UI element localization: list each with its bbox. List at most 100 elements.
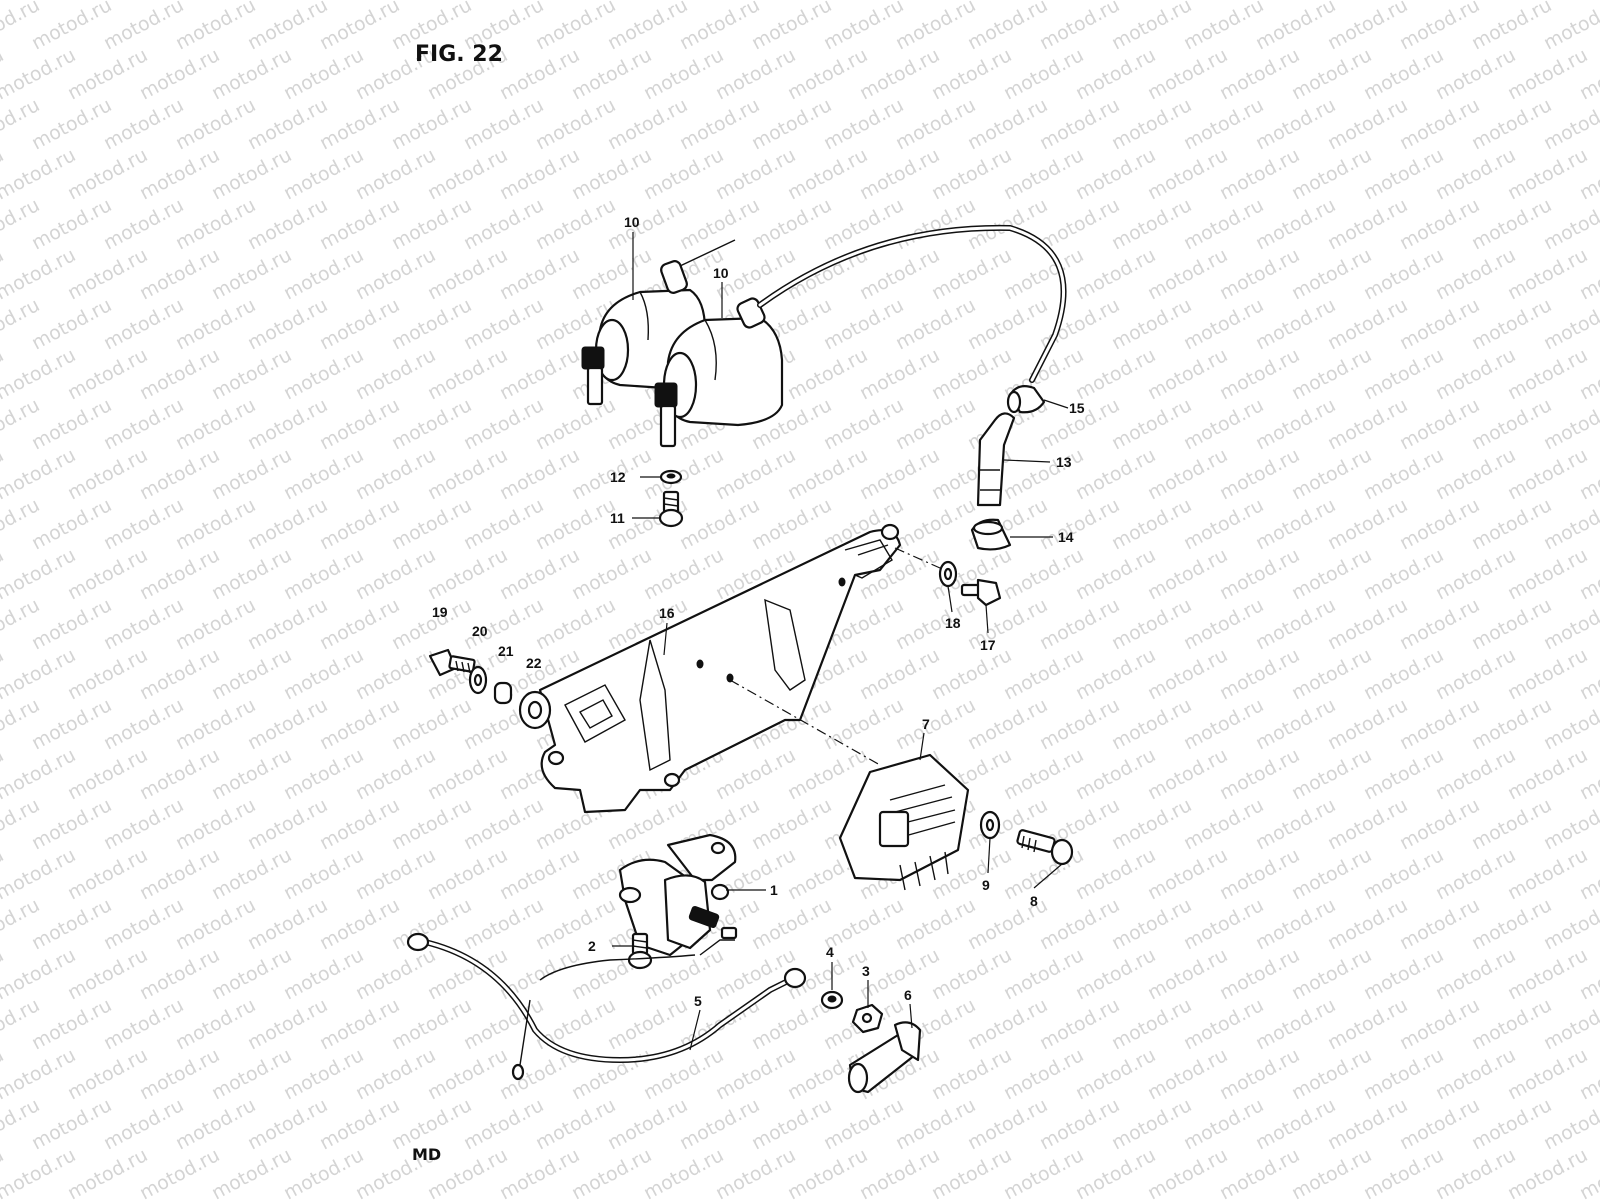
watermark-text: motod.ru (64, 844, 151, 904)
watermark-text: motod.ru (244, 794, 331, 854)
watermark-text: motod.ru (1216, 1044, 1303, 1104)
watermark-text: motod.ru (424, 844, 511, 904)
watermark-text: motod.ru (712, 44, 799, 104)
washer-9 (979, 810, 1001, 840)
watermark-text: motod.ru (1432, 944, 1519, 1004)
coil-bracket-16 (538, 523, 902, 814)
watermark-text: motod.ru (316, 394, 403, 454)
watermark-text: motod.ru (1108, 694, 1195, 754)
watermark-text: motod.ru (1216, 244, 1303, 304)
watermark-text: motod.ru (1360, 444, 1447, 504)
watermark-text: motod.ru (460, 494, 547, 554)
watermark-text: motod.ru (928, 344, 1015, 404)
watermark-text: motod.ru (928, 144, 1015, 204)
watermark-text: motod.ru (532, 1094, 619, 1154)
watermark-text: motod.ru (1432, 644, 1519, 704)
watermark-text: motod.ru (1288, 744, 1375, 804)
watermark-text: motod.ru (172, 694, 259, 754)
watermark-text: motod.ru (1360, 644, 1447, 704)
watermark-text: motod.ru (748, 794, 835, 854)
watermark-text: motod.ru (1360, 1144, 1447, 1200)
watermark-text: motod.ru (496, 544, 583, 604)
watermark-text: motod.ru (280, 244, 367, 304)
watermark-text: motod.ru (1144, 444, 1231, 504)
watermark-text: motod.ru (244, 594, 331, 654)
watermark-text: motod.ru (424, 944, 511, 1004)
callout-5: 5 (694, 993, 702, 1009)
watermark-text: motod.ru (280, 444, 367, 504)
watermark-text: motod.ru (1216, 44, 1303, 104)
callout-10-rear: 10 (624, 214, 640, 230)
callout-6: 6 (904, 987, 912, 1003)
watermark-text: motod.ru (1324, 894, 1411, 954)
watermark-text: motod.ru (1360, 544, 1447, 604)
watermark-text: motod.ru (1396, 494, 1483, 554)
watermark-text: motod.ru (1468, 94, 1555, 154)
watermark-text: motod.ru (964, 894, 1051, 954)
watermark-text: motod.ru (1288, 444, 1375, 504)
watermark-text: motod.ru (1072, 44, 1159, 104)
bolt-17 (960, 578, 1002, 607)
watermark-text: motod.ru (28, 94, 115, 154)
watermark-text: motod.ru (1216, 344, 1303, 404)
watermark-text: motod.ru (1396, 694, 1483, 754)
watermark-text: motod.ru (820, 394, 907, 454)
watermark-text: motod.ru (1468, 794, 1555, 854)
assembly-line (729, 679, 881, 766)
watermark-text: motod.ru (1072, 444, 1159, 504)
watermark-text: motod.ru (280, 944, 367, 1004)
watermark-text: motod.ru (1288, 644, 1375, 704)
watermark-text: motod.ru (352, 644, 439, 704)
watermark-text: motod.ru (316, 1094, 403, 1154)
watermark-text: motod.ru (28, 0, 115, 54)
watermark-text: motod.ru (1432, 44, 1519, 104)
watermark-text: motod.ru (1072, 644, 1159, 704)
watermark-text: motod.ru (208, 744, 295, 804)
watermark-text: motod.ru (1216, 444, 1303, 504)
watermark-text: motod.ru (496, 844, 583, 904)
watermark-text: motod.ru (460, 194, 547, 254)
watermark-text: motod.ru (1072, 1044, 1159, 1104)
watermark-text: motod.ru (1000, 544, 1087, 604)
watermark-text: motod.ru (460, 894, 547, 954)
watermark-text: motod.ru (1432, 544, 1519, 604)
watermark-text: motod.ru (1000, 44, 1087, 104)
watermark-text: motod.ru (244, 494, 331, 554)
watermark-text: motod.ru (244, 1094, 331, 1154)
watermark-text: motod.ru (1288, 44, 1375, 104)
watermark-text: motod.ru (1144, 1044, 1231, 1104)
watermark-text: motod.ru (1504, 944, 1591, 1004)
watermark-text: motod.ru (892, 394, 979, 454)
watermark-text: motod.ru (604, 94, 691, 154)
starter-relay-1 (618, 833, 738, 957)
watermark-text: motod.ru (208, 144, 295, 204)
watermark-text: motod.ru (604, 0, 691, 54)
watermark-text: motod.ru (424, 144, 511, 204)
watermark-text: motod.ru (172, 1094, 259, 1154)
watermark-text: motod.ru (964, 694, 1051, 754)
watermark-text: motod.ru (1180, 294, 1267, 354)
watermark-text: motod.ru (244, 194, 331, 254)
watermark-text: motod.ru (460, 1094, 547, 1154)
watermark-text: motod.ru (100, 894, 187, 954)
watermark-text: motod.ru (640, 144, 727, 204)
corner-mark: MD (412, 1145, 441, 1164)
watermark-text: motod.ru (1000, 744, 1087, 804)
watermark-text: motod.ru (1252, 394, 1339, 454)
watermark-text: motod.ru (388, 94, 475, 154)
watermark-text: motod.ru (676, 0, 763, 54)
watermark-text: motod.ru (424, 344, 511, 404)
watermark-text: motod.ru (208, 1144, 295, 1200)
watermark-text: motod.ru (388, 194, 475, 254)
watermark-text: motod.ru (316, 994, 403, 1054)
watermark-text: motod.ru (928, 944, 1015, 1004)
watermark-text: motod.ru (100, 494, 187, 554)
watermark-text: motod.ru (352, 1044, 439, 1104)
watermark-text: motod.ru (1252, 0, 1339, 54)
watermark-text: motod.ru (1144, 44, 1231, 104)
watermark-text: motod.ru (1396, 0, 1483, 54)
watermark-text: motod.ru (892, 594, 979, 654)
callout-1: 1 (770, 882, 778, 898)
watermark-text: motod.ru (1504, 844, 1591, 904)
watermark-text: motod.ru (1360, 244, 1447, 304)
